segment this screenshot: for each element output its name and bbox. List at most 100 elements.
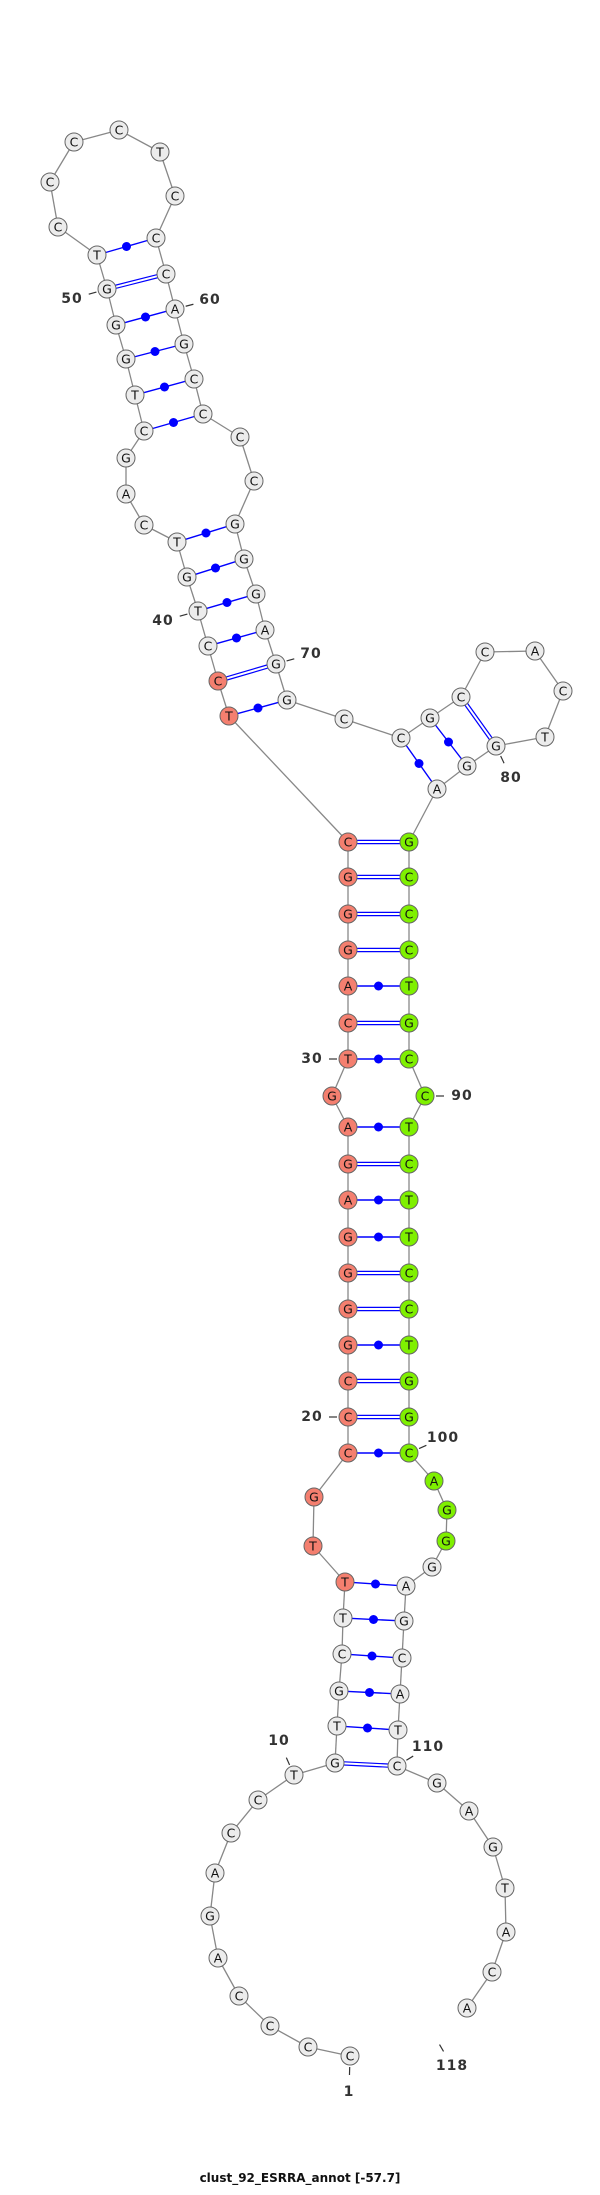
nucleotide: C	[298, 2037, 318, 2057]
nucleotide-letter: C	[171, 188, 180, 203]
base-pair	[206, 595, 248, 610]
nucleotide: C	[221, 1823, 241, 1843]
nucleotide-letter: G	[251, 586, 261, 601]
nucleotide-letter: G	[399, 1613, 409, 1628]
nucleotide-circle	[483, 1837, 503, 1857]
nucleotide-letter: G	[205, 1908, 215, 1923]
nucleotide-letter: C	[405, 1051, 414, 1066]
nucleotide-letter: A	[463, 2000, 472, 2015]
nucleotide-circle	[174, 334, 194, 354]
nucleotide: G	[338, 1299, 358, 1319]
nucleotide-letter: G	[441, 1533, 451, 1548]
nucleotide: A	[208, 1948, 228, 1968]
nucleotide-letter: G	[404, 1409, 414, 1424]
nucleotide-circle	[399, 1407, 419, 1427]
nucleotide-circle	[234, 549, 254, 569]
nucleotide-letter: C	[393, 1758, 402, 1773]
position-label: 110	[412, 1739, 444, 1755]
nucleotide-letter: C	[250, 473, 259, 488]
bond-dot	[374, 1122, 383, 1132]
nucleotide-circle	[219, 706, 239, 726]
nucleotide-circle	[424, 1471, 444, 1491]
nucleotide: T	[399, 1335, 419, 1355]
nucleotide-circle	[457, 1998, 477, 2018]
nucleotide: A	[457, 1998, 477, 2018]
base-pair	[357, 1270, 400, 1276]
nucleotide-letter: A	[402, 1578, 411, 1593]
nucleotide-circle	[167, 532, 187, 552]
nucleotide: C	[338, 1013, 358, 1033]
nucleotide-letter: C	[405, 942, 414, 957]
nucleotide-circle	[436, 1531, 456, 1551]
nucleotide-circle	[106, 315, 126, 335]
nucleotide-circle	[553, 681, 573, 701]
nucleotide: G	[338, 1154, 358, 1174]
nucleotide-letter: T	[540, 729, 549, 744]
nucleotide: G	[116, 349, 136, 369]
nucleotide-letter: G	[343, 869, 353, 884]
base-pair	[143, 380, 186, 394]
nucleotide-layer: CCCCAGACCTGTGCTTTGCCCGGGGAGAGTCAGGGCTCCT…	[40, 120, 573, 2066]
nucleotide-circle	[184, 369, 204, 389]
nucleotide-circle	[338, 1227, 358, 1247]
nucleotide-letter: T	[404, 1337, 413, 1352]
base-pair	[357, 1448, 400, 1458]
nucleotide-circle	[496, 1922, 516, 1942]
base-pair	[226, 664, 268, 681]
nucleotide-letter: C	[140, 517, 149, 532]
nucleotide-letter: A	[465, 1803, 474, 1818]
nucleotide-circle	[399, 1154, 419, 1174]
nucleotide-circle	[388, 1720, 408, 1740]
base-pair	[345, 1723, 390, 1733]
nucleotide-letter: T	[172, 534, 181, 549]
nucleotide: G	[399, 1407, 419, 1427]
nucleotide-letter: T	[404, 978, 413, 993]
nucleotide: C	[392, 1648, 412, 1668]
nucleotide: T	[333, 1608, 353, 1628]
nucleotide-letter: C	[204, 638, 213, 653]
nucleotide: C	[399, 1263, 419, 1283]
nucleotide: A	[390, 1684, 410, 1704]
nucleotide-circle	[332, 1644, 352, 1664]
nucleotide-letter: G	[230, 516, 240, 531]
nucleotide-letter: G	[488, 1839, 498, 1854]
nucleotide: G	[116, 448, 136, 468]
nucleotide-circle	[329, 1681, 349, 1701]
position-tick	[439, 2044, 445, 2052]
backbone-segment	[343, 718, 402, 739]
nucleotide-circle	[338, 1117, 358, 1137]
nucleotide: G	[234, 549, 254, 569]
nucleotide-circle	[482, 1962, 502, 1982]
nucleotide: T	[399, 1227, 419, 1247]
nucleotide-circle	[165, 186, 185, 206]
nucleotide-letter: C	[405, 1301, 414, 1316]
nucleotide-circle	[244, 471, 264, 491]
nucleotide-circle	[457, 756, 477, 776]
base-pair	[357, 1340, 400, 1350]
nucleotide-circle	[399, 1443, 419, 1463]
bond-dot	[160, 382, 169, 392]
nucleotide-circle	[134, 515, 154, 535]
nucleotide: A	[255, 620, 275, 640]
nucleotide-circle	[394, 1611, 414, 1631]
nucleotide: G	[399, 832, 419, 852]
nucleotide-letter: G	[404, 834, 414, 849]
gc-bond-line	[344, 1761, 389, 1765]
nucleotide-letter: G	[404, 1373, 414, 1388]
nucleotide-circle	[338, 904, 358, 924]
backbone-segment	[228, 715, 349, 843]
nucleotide-letter: G	[239, 551, 249, 566]
nucleotide-letter: T	[308, 1538, 317, 1553]
nucleotide-circle	[208, 671, 228, 691]
nucleotide-letter: C	[405, 1265, 414, 1280]
nucleotide: A	[338, 1190, 358, 1210]
nucleotide-letter: T	[193, 603, 202, 618]
nucleotide: C	[48, 217, 68, 237]
nucleotide-circle	[146, 228, 166, 248]
position-label: 80	[500, 770, 521, 786]
nucleotide: G	[177, 567, 197, 587]
nucleotide: T	[219, 706, 239, 726]
nucleotide-circle	[322, 1086, 342, 1106]
nucleotide: G	[174, 334, 194, 354]
